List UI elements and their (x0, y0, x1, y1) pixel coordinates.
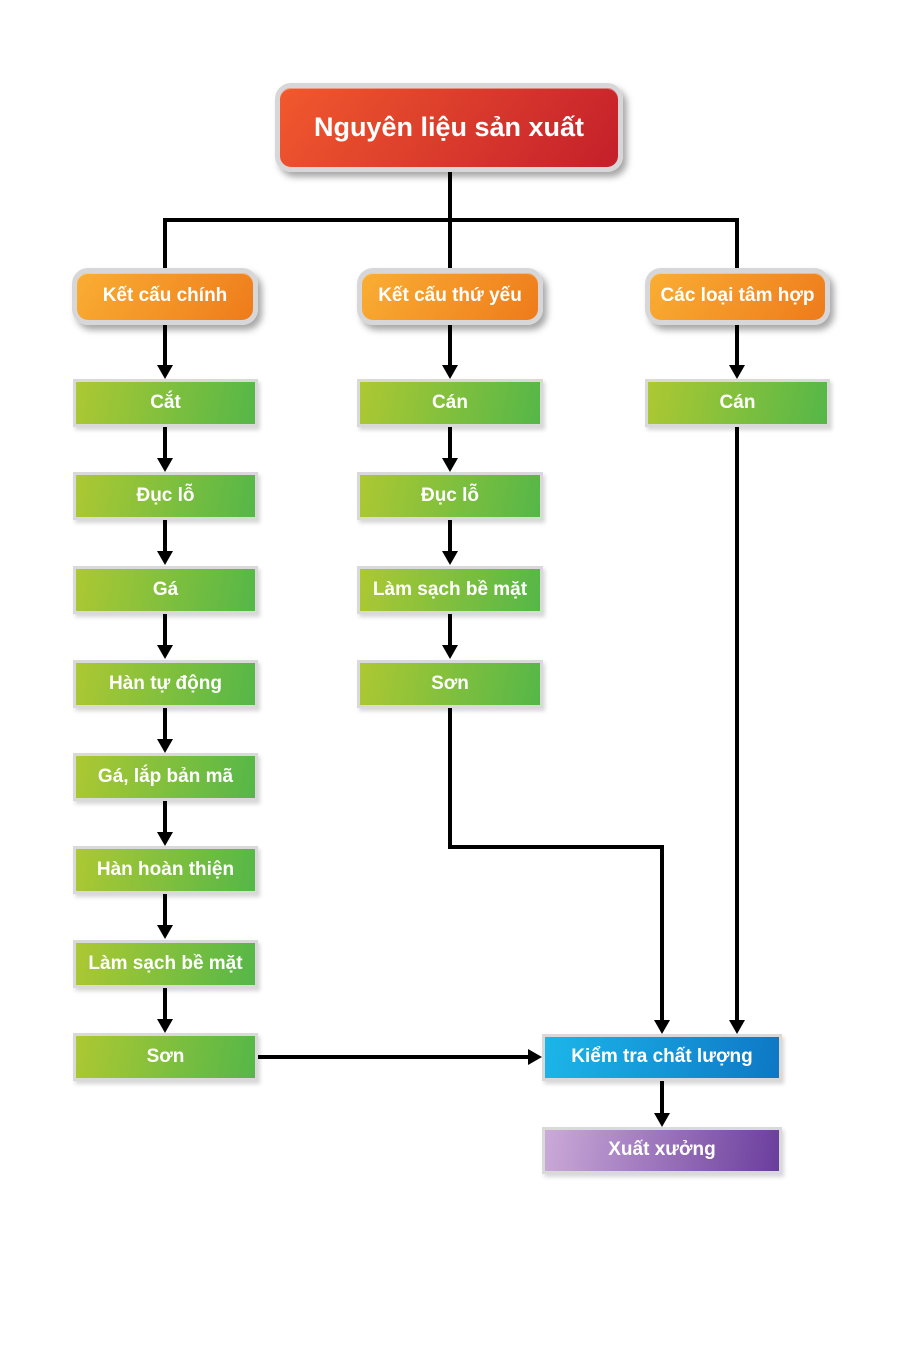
step-node-ga: Gá (73, 566, 258, 614)
connector-stub-branch-3 (735, 218, 739, 268)
step-node-son-2: Sơn (357, 660, 543, 708)
branch-node-ket-cau-thu-yeu: Kết cấu thứ yếu (357, 268, 543, 325)
arrowhead-down-icon (442, 551, 458, 565)
connector-stub-branch-2 (448, 218, 452, 268)
arrowhead-down-icon (157, 645, 173, 659)
arrow-shaft-col2 (448, 520, 452, 551)
arrowhead-down-icon (157, 458, 173, 472)
arrow-shaft-col2 (448, 614, 452, 645)
connector-col2-son-down (448, 708, 452, 849)
arrowhead-down-icon (442, 458, 458, 472)
arrowhead-down-icon (442, 365, 458, 379)
arrow-shaft-branch1-step1 (163, 325, 167, 365)
arrowhead-down-icon (157, 739, 173, 753)
arrow-shaft-branch2-step1 (448, 325, 452, 365)
arrowhead-down-icon (157, 551, 173, 565)
step-node-cat: Cắt (73, 379, 258, 427)
arrowhead-down-icon (157, 1019, 173, 1033)
connector-root-stem (448, 172, 452, 218)
branch-node-ket-cau-chinh: Kết cấu chính (72, 268, 258, 325)
arrowhead-down-icon (654, 1020, 670, 1034)
step-node-duc-lo-2: Đục lỗ (357, 472, 543, 520)
step-node-ga-lap-ban-ma: Gá, lắp bản mã (73, 753, 258, 801)
arrow-shaft-col1 (163, 708, 167, 739)
arrow-shaft-col1 (163, 427, 167, 458)
arrow-shaft-col2 (448, 427, 452, 458)
step-node-lam-sach-be-mat-2: Làm sạch bề mặt (357, 566, 543, 614)
connector-col2-son-across (448, 845, 664, 849)
arrow-shaft-branch3-step1 (735, 325, 739, 365)
connector-col2-son-to-qc (660, 845, 664, 1020)
step-node-can-1: Cán (357, 379, 543, 427)
step-node-lam-sach-be-mat-1: Làm sạch bề mặt (73, 940, 258, 988)
arrowhead-down-icon (654, 1113, 670, 1127)
step-node-han-hoan-thien: Hàn hoàn thiện (73, 846, 258, 894)
arrowhead-down-icon (442, 645, 458, 659)
arrow-shaft-col1 (163, 801, 167, 832)
branch-node-cac-loai-tam-hop: Các loại tâm hợp (645, 268, 830, 325)
arrow-shaft-qc-output (660, 1081, 664, 1113)
connector-col1-son-to-qc (258, 1055, 528, 1059)
step-node-han-tu-dong: Hàn tự động (73, 660, 258, 708)
arrowhead-down-icon (157, 832, 173, 846)
arrowhead-down-icon (729, 365, 745, 379)
arrowhead-down-icon (729, 1020, 745, 1034)
qc-node-kiem-tra-chat-luong: Kiểm tra chất lượng (542, 1034, 782, 1081)
arrowhead-down-icon (157, 365, 173, 379)
connector-col3-can-to-qc (735, 427, 739, 1020)
output-node-xuat-xuong: Xuất xưởng (542, 1127, 782, 1174)
connector-stub-branch-1 (163, 218, 167, 268)
step-node-duc-lo-1: Đục lỗ (73, 472, 258, 520)
step-node-son-1: Sơn (73, 1033, 258, 1081)
arrow-shaft-col1 (163, 614, 167, 645)
arrowhead-right-icon (528, 1049, 542, 1065)
arrow-shaft-col1 (163, 520, 167, 551)
step-node-can-2: Cán (645, 379, 830, 427)
arrow-shaft-col1 (163, 894, 167, 925)
arrow-shaft-col1 (163, 988, 167, 1019)
root-node-nguyen-lieu-san-xuat: Nguyên liệu sản xuất (275, 83, 623, 172)
arrowhead-down-icon (157, 925, 173, 939)
